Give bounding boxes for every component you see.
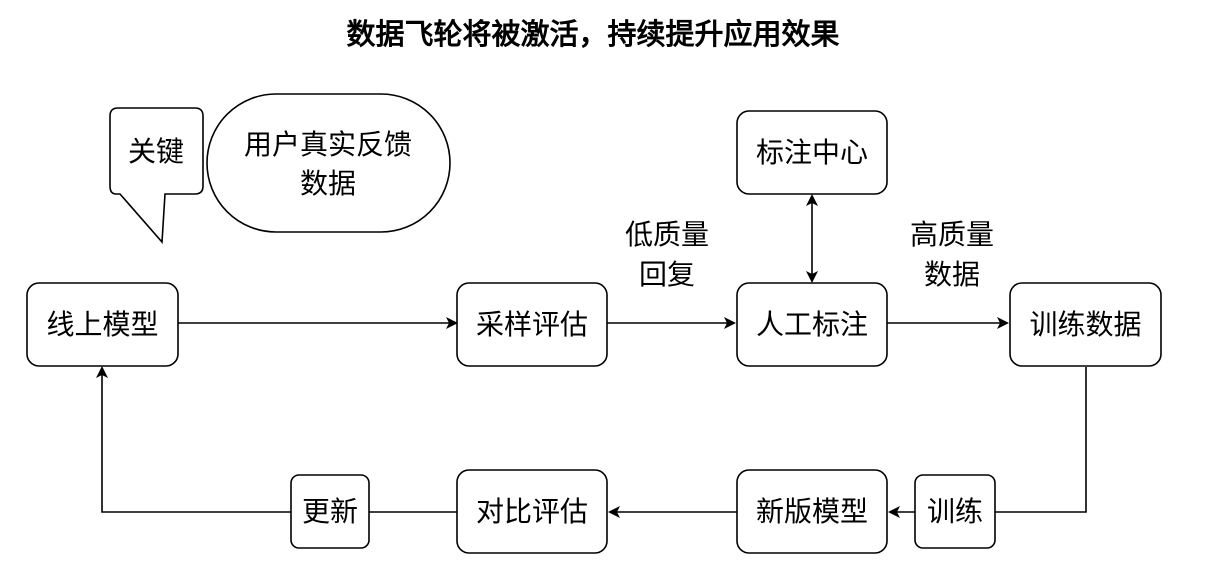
high-quality-label-line1: 高质量 (910, 218, 994, 251)
node-update: 更新 (290, 474, 370, 549)
diagram-title: 数据飞轮将被激活，持续提升应用效果 (346, 17, 839, 51)
node-sampling-eval: 采样评估 (456, 282, 608, 367)
node-online-model: 线上模型 (26, 282, 179, 367)
node-human-label-label: 人工标注 (756, 308, 868, 341)
node-online-model-label: 线上模型 (46, 308, 158, 341)
edge-update-to-online (96, 366, 291, 513)
node-label-center: 标注中心 (736, 110, 888, 195)
node-training-data-label: 训练数据 (1029, 308, 1141, 341)
node-train-label: 训练 (927, 495, 983, 528)
key-speech-bubble (109, 107, 204, 244)
node-compare-eval-label: 对比评估 (476, 495, 588, 528)
node-human-label: 人工标注 (736, 282, 888, 367)
low-quality-label-line2: 回复 (639, 258, 695, 291)
edge-training-to-train (995, 367, 1087, 513)
node-train: 训练 (914, 474, 996, 549)
feedback-label-line2: 数据 (300, 167, 356, 200)
key-label: 关键 (128, 135, 184, 168)
low-quality-label-line1: 低质量 (625, 218, 709, 251)
node-compare-eval: 对比评估 (456, 469, 608, 554)
node-label-center-label: 标注中心 (756, 136, 868, 169)
high-quality-label-line2: 数据 (924, 258, 980, 291)
feedback-bubble (206, 93, 451, 233)
node-update-label: 更新 (302, 495, 358, 528)
feedback-label-line1: 用户真实反馈 (244, 128, 412, 161)
node-new-model-label: 新版模型 (756, 495, 868, 528)
node-sampling-eval-label: 采样评估 (476, 308, 588, 341)
node-new-model: 新版模型 (736, 469, 888, 554)
node-training-data: 训练数据 (1009, 282, 1162, 367)
